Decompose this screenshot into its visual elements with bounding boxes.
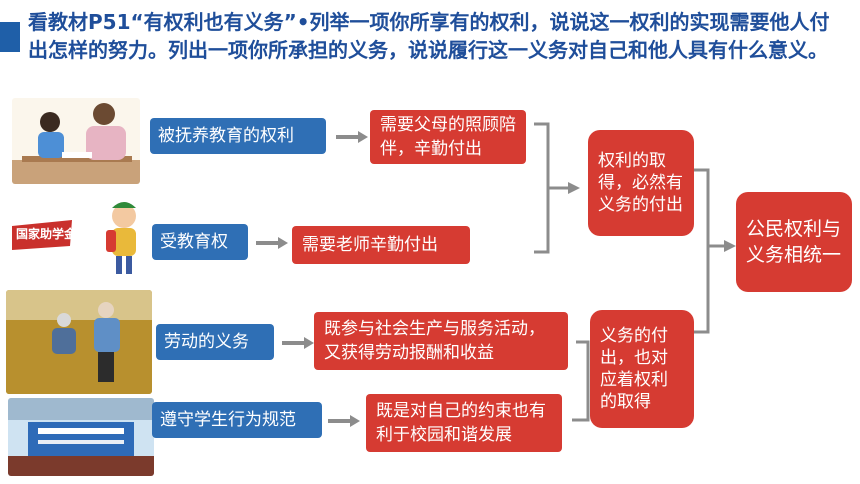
effort-text-teachers: 需要老师辛勤付出 — [302, 235, 438, 255]
effort-box-conduct: 既是对自己的约束也有利于校园和谐发展 — [366, 394, 562, 452]
duty-label-code-of-conduct: 遵守学生行为规范 — [152, 402, 322, 438]
effort-box-teachers: 需要老师辛勤付出 — [292, 226, 470, 264]
effort-box-labor: 既参与社会生产与服务活动，又获得劳动报酬和收益 — [314, 312, 568, 370]
right-label-education: 受教育权 — [152, 224, 248, 260]
right-label-upbringing-text: 被抚养教育的权利 — [158, 126, 294, 146]
summary-duties-to-rights: 义务的付出，也对应着权利的取得 — [590, 310, 694, 428]
mother-tutoring-child-illustration — [12, 98, 140, 184]
summary-rights-text: 权利的取得，必然有义务的付出 — [598, 151, 683, 215]
duty-label-labor: 劳动的义务 — [156, 324, 274, 360]
right-label-education-text: 受教育权 — [160, 232, 228, 252]
student-with-backpack-illustration: 国家助学金 — [12, 196, 152, 282]
duty-label-code-text: 遵守学生行为规范 — [160, 410, 296, 430]
right-label-upbringing: 被抚养教育的权利 — [150, 118, 326, 154]
arrow-row4 — [328, 415, 360, 427]
summary-duties-text: 义务的付出，也对应着权利的取得 — [600, 326, 668, 412]
summary-rights-to-duties: 权利的取得，必然有义务的付出 — [588, 130, 694, 236]
effort-text-parents: 需要父母的照顾陪伴，辛勤付出 — [380, 115, 516, 159]
slide-title: 看教材P51“有权利也有义务”•列举一项你所享有的权利，说说这一权利的实现需要他… — [28, 10, 830, 62]
student-aid-badge: 国家助学金 — [16, 227, 77, 241]
effort-text-conduct: 既是对自己的约束也有利于校园和谐发展 — [376, 401, 546, 445]
conclusion-text: 公民权利与义务相统一 — [746, 218, 842, 266]
farmers-harvesting-wheat-photo — [6, 290, 152, 394]
effort-box-parents: 需要父母的照顾陪伴，辛勤付出 — [370, 110, 526, 164]
arrow-row3 — [282, 337, 314, 349]
effort-text-labor: 既参与社会生产与服务活动，又获得劳动报酬和收益 — [324, 319, 545, 363]
duty-label-labor-text: 劳动的义务 — [164, 332, 249, 352]
arrow-row2 — [256, 237, 288, 249]
arrow-row1 — [336, 131, 368, 143]
school-stage-banner-photo — [8, 398, 154, 476]
conclusion-box: 公民权利与义务相统一 — [736, 192, 852, 292]
title-accent-bar — [0, 22, 20, 52]
